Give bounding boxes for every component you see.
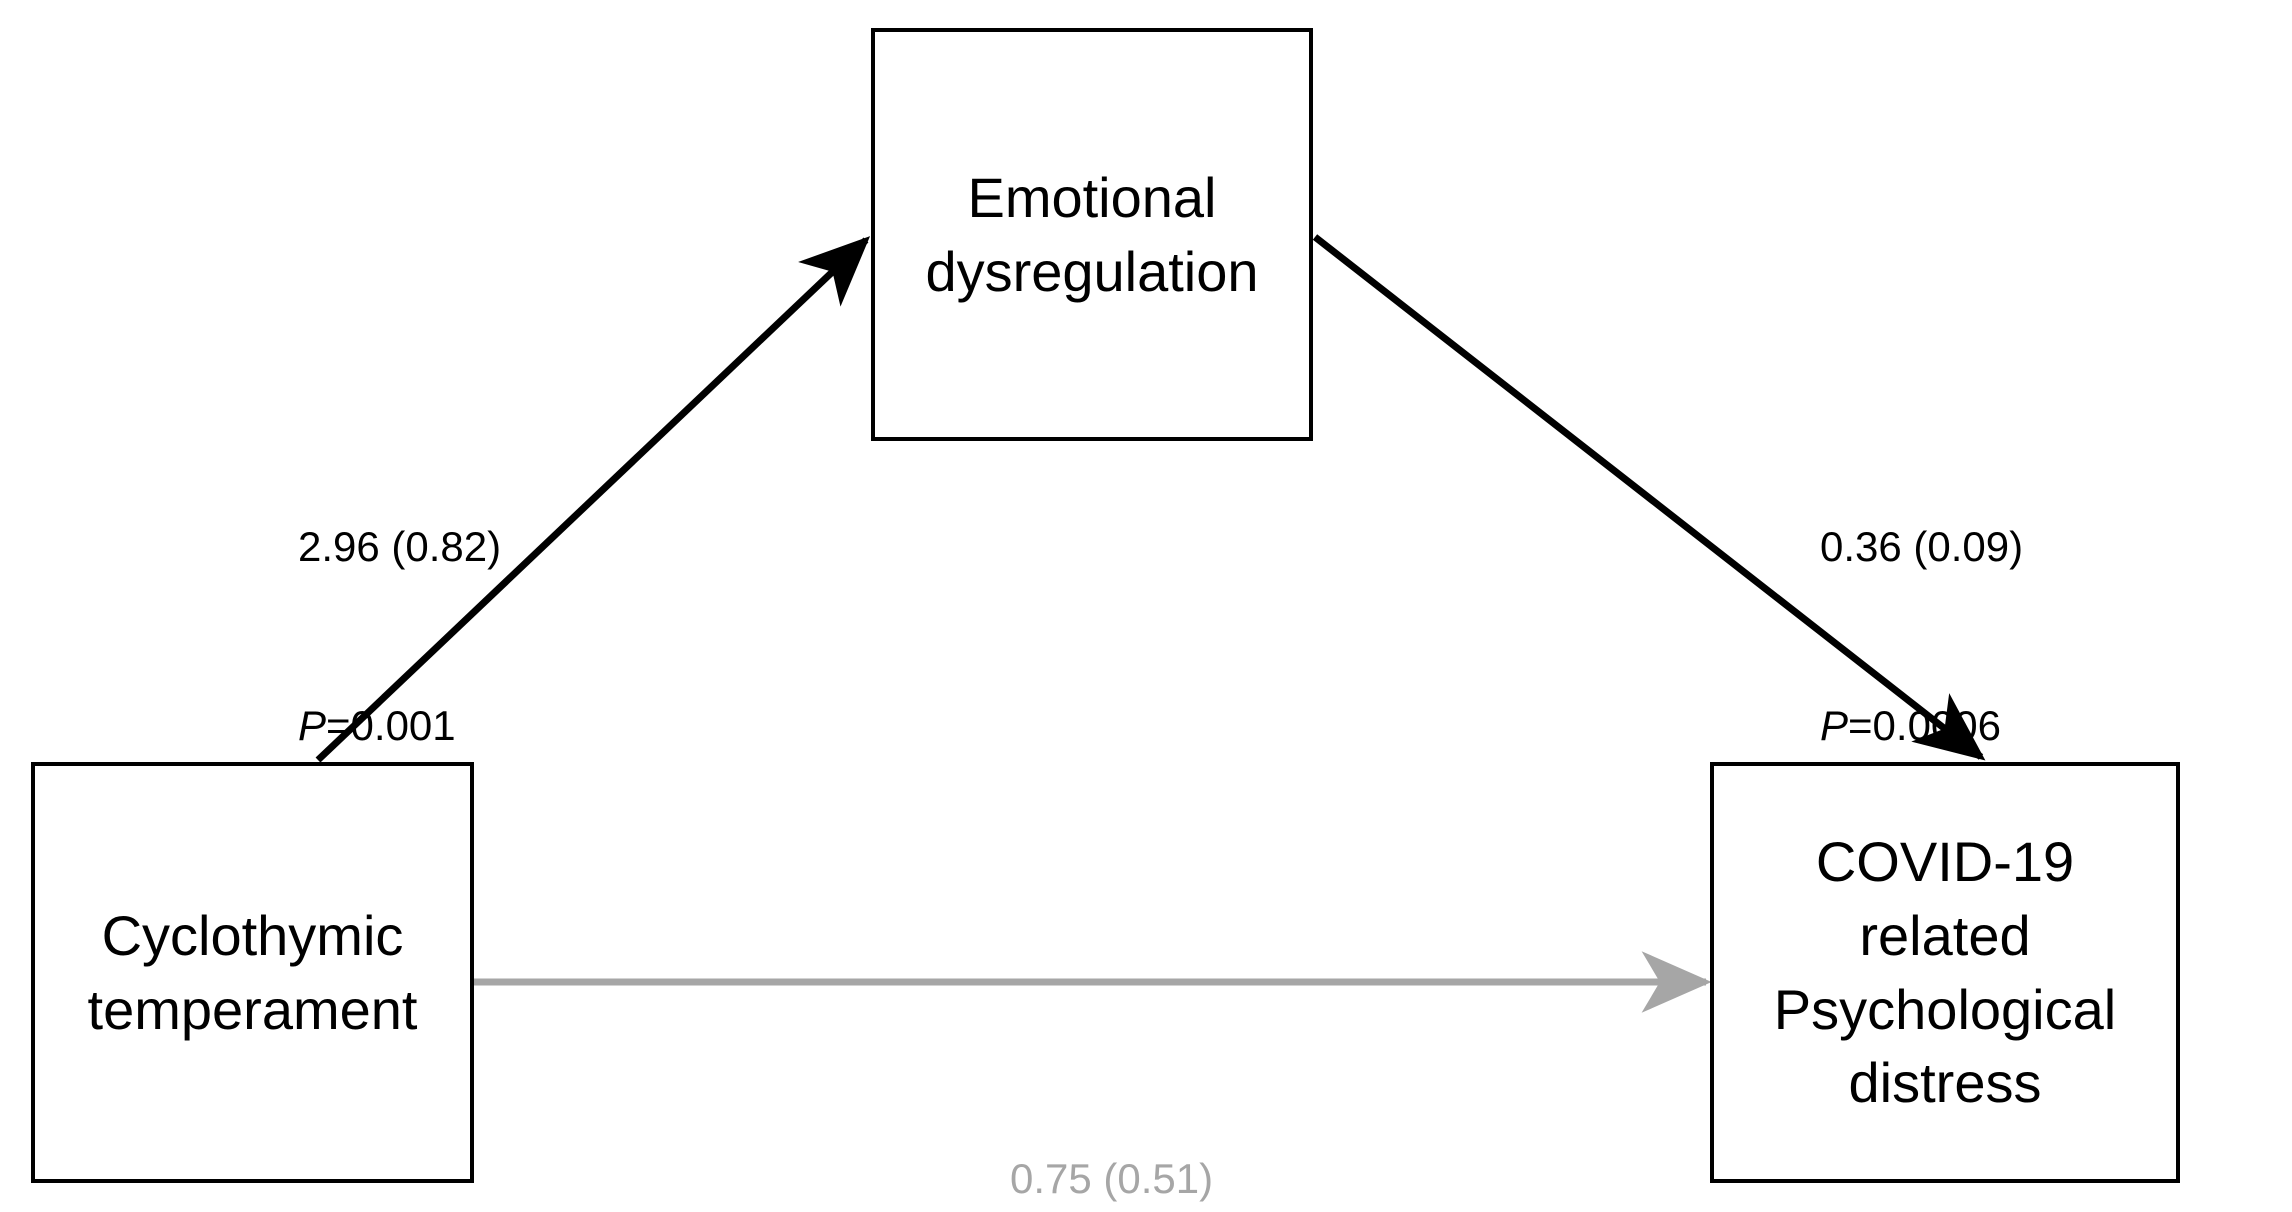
path-b-label: 0.36 (0.09) P=0.0006 [1820, 398, 2023, 875]
node-covid19-related-psychological-distress[interactable]: COVID-19 related Psychological distress [1710, 762, 2180, 1183]
path-b-arrow [1312, 234, 1986, 761]
path-c-label: 0.75 (0.51) P=0.15 [1010, 1030, 1213, 1212]
node-emotional-dysregulation[interactable]: Emotional dysregulation [871, 28, 1313, 441]
path-a-p-symbol: P [298, 702, 327, 750]
path-a-p-text: =0.001 [326, 702, 456, 750]
path-a-pvalue: P=0.001 [298, 696, 501, 756]
path-a-coefficient: 2.96 (0.82) [298, 523, 502, 571]
path-a-arrow [315, 236, 871, 763]
path-b-pvalue: P=0.0006 [1820, 696, 2023, 756]
node-predictor-label: Cyclothymic temperament [87, 903, 418, 1041]
path-c-coefficient: 0.75 (0.51) [1010, 1155, 1214, 1203]
node-outcome-label: COVID-19 related Psychological distress [1773, 829, 2117, 1115]
path-b-p-symbol: P [1820, 702, 1849, 750]
node-cyclothymic-temperament[interactable]: Cyclothymic temperament [31, 762, 474, 1183]
node-mediator-label: Emotional dysregulation [925, 165, 1259, 303]
path-a-label: 2.96 (0.82) P=0.001 [298, 398, 501, 875]
path-b-coefficient: 0.36 (0.09) [1820, 523, 2024, 571]
path-b-p-text: =0.0006 [1848, 702, 2002, 750]
